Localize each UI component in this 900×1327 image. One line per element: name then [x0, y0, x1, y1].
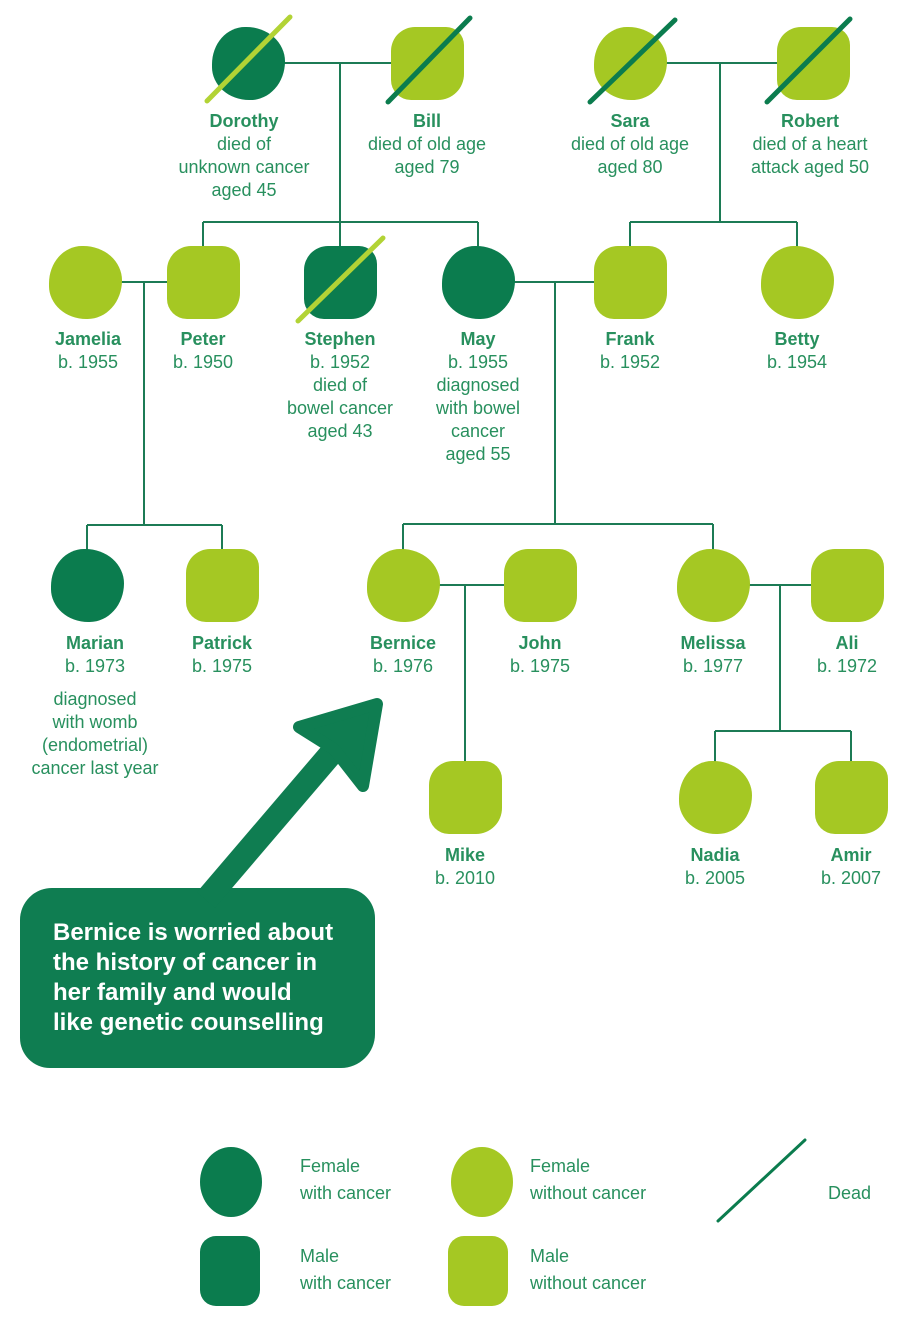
person-details: b. 1955 diagnosed with bowel cancer aged… — [435, 352, 521, 464]
legend-female-with-cancer-label: Female with cancer — [300, 1156, 392, 1203]
person-name: Nadia — [690, 845, 740, 865]
person-details: died of a heart attack aged 50 — [750, 134, 870, 177]
person-details: b. 2007 — [820, 868, 882, 888]
female-with-cancer-shape — [212, 27, 285, 100]
legend-female-with-cancer-icon — [200, 1147, 262, 1217]
person-name: Bill — [412, 111, 441, 131]
person-name: Amir — [830, 845, 872, 865]
person-name: May — [460, 329, 496, 349]
legend-dead-label: Dead — [828, 1183, 872, 1203]
person-name: Dorothy — [209, 111, 279, 131]
callout-arrow-shaft — [196, 734, 351, 908]
person-details: b. 2005 — [684, 868, 746, 888]
female-with-cancer-shape — [442, 246, 515, 319]
person-details: b. 1975 — [509, 656, 571, 676]
person-details: b. 2010 — [434, 868, 496, 888]
legend-dead-slash — [716, 1138, 807, 1223]
person-details: b. 1975 — [191, 656, 253, 676]
female-without-cancer-shape — [367, 549, 440, 622]
person-details: died of old age aged 80 — [570, 134, 690, 177]
female-without-cancer-shape — [677, 549, 750, 622]
male-without-cancer-shape — [186, 549, 259, 622]
male-without-cancer-shape — [811, 549, 884, 622]
person-name: Ali — [835, 633, 859, 653]
person-details: b. 1972 — [816, 656, 878, 676]
person-cancer-note: diagnosed with womb (endometrial) cancer… — [31, 689, 159, 778]
male-without-cancer-shape — [777, 27, 850, 100]
person-name: Patrick — [191, 633, 253, 653]
female-without-cancer-shape — [761, 246, 834, 319]
person-name: John — [518, 633, 562, 653]
male-without-cancer-shape — [167, 246, 240, 319]
male-with-cancer-shape — [304, 246, 377, 319]
person-name: Betty — [774, 329, 820, 349]
female-without-cancer-shape — [679, 761, 752, 834]
callout-bubble: Bernice is worried about the history of … — [20, 888, 375, 1068]
female-without-cancer-shape — [594, 27, 667, 100]
person-details: b. 1954 — [766, 352, 828, 372]
person-name: Sara — [610, 111, 650, 131]
male-without-cancer-shape — [429, 761, 502, 834]
female-with-cancer-shape — [51, 549, 124, 622]
male-without-cancer-shape — [391, 27, 464, 100]
male-without-cancer-shape — [815, 761, 888, 834]
legend-male-without-cancer-icon — [448, 1236, 508, 1306]
female-without-cancer-shape — [49, 246, 122, 319]
legend-male-with-cancer-icon — [200, 1236, 260, 1306]
person-name: Mike — [444, 845, 486, 865]
legend-male-with-cancer-label: Male with cancer — [300, 1246, 392, 1293]
male-without-cancer-shape — [594, 246, 667, 319]
callout-text: Bernice is worried about the history of … — [53, 919, 334, 1036]
callout-arrow-head — [293, 698, 383, 792]
legend-female-without-cancer-label: Female without cancer — [530, 1156, 647, 1203]
legend-female-without-cancer-icon — [451, 1147, 513, 1217]
legend-male-without-cancer-label: Male without cancer — [530, 1246, 647, 1293]
person-details: died of unknown cancer aged 45 — [178, 134, 310, 200]
person-details: b. 1952 — [599, 352, 661, 372]
male-without-cancer-shape — [504, 549, 577, 622]
person-name: Robert — [781, 111, 839, 131]
person-details: died of old age aged 79 — [367, 134, 487, 177]
person-name: Frank — [605, 329, 655, 349]
